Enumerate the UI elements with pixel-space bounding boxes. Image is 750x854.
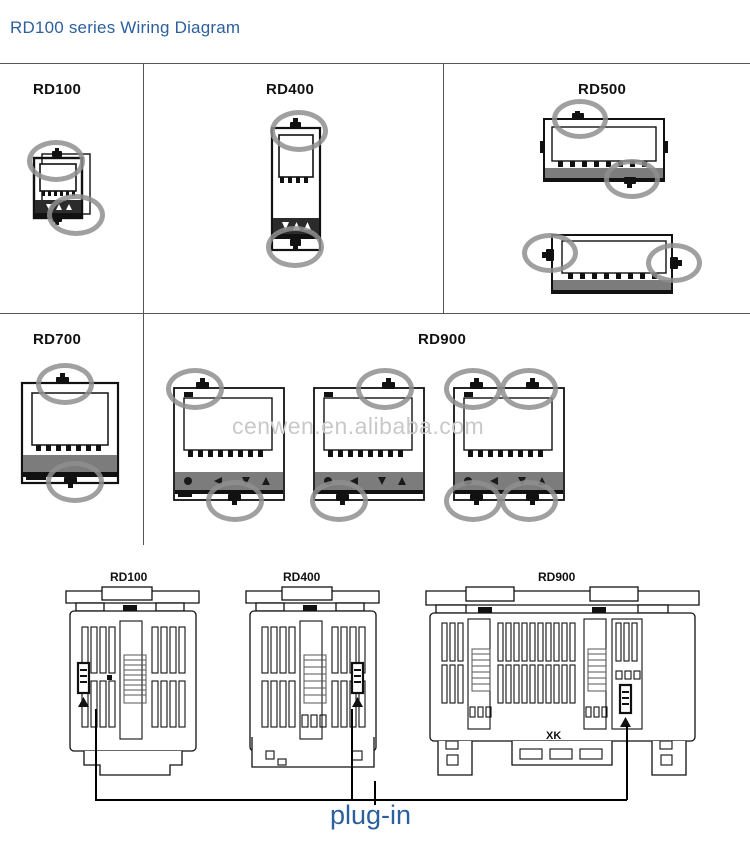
device-rd100 [27,140,105,236]
device-rd700 [16,363,126,503]
highlight-ring [356,368,414,410]
leader-line-callout-stem [374,781,376,805]
rear-view-rd100 [60,586,205,787]
highlight-ring [266,226,324,268]
rear-label-rd900: RD900 [538,570,576,584]
cell-label-rd700: RD700 [33,331,82,348]
device-rd400 [262,110,332,268]
cell-label-rd500: RD500 [578,81,627,98]
cell-label-rd900: RD900 [418,331,467,348]
grid-border-top [0,63,750,64]
highlight-ring [36,363,94,405]
highlight-ring [444,368,502,410]
grid-col-divider-2 [443,63,444,313]
brand-mark-xk: XK [546,730,561,742]
cell-label-rd400: RD400 [266,81,315,98]
highlight-ring [310,480,368,522]
rear-view-rd900: XK [420,586,705,787]
highlight-ring [500,480,558,522]
highlight-ring [27,140,85,182]
rear-label-rd400: RD400 [283,570,321,584]
grid-col-divider-1 [143,63,144,545]
device-rd900-b [310,368,430,522]
device-rd900-a [166,368,290,522]
cell-label-rd100: RD100 [33,81,82,98]
leader-line-horizontal-left [95,799,374,801]
device-rd900-c [444,368,570,522]
highlight-ring [166,368,224,410]
leader-line-horizontal-right [374,799,627,801]
highlight-ring [270,110,328,152]
highlight-ring [646,243,702,283]
plugin-callout-label: plug-in [330,800,412,830]
highlight-ring [206,480,264,522]
rear-view-rd400 [240,586,385,787]
page-title: RD100 series Wiring Diagram [10,18,241,37]
leader-line-rd900 [626,725,628,800]
highlight-ring [604,159,660,199]
rear-view-section: RD100 RD400 RD900 [0,545,750,854]
device-rd500-rear [522,229,702,301]
leader-line-rd100 [95,709,97,800]
device-grid: RD100 [0,63,750,545]
rear-label-rd100: RD100 [110,570,148,584]
highlight-ring [522,233,578,273]
grid-row-divider [0,313,750,314]
highlight-ring [46,461,104,503]
leader-line-rd400 [351,709,353,800]
highlight-ring [47,194,105,236]
highlight-ring [500,368,558,410]
highlight-ring [552,99,608,139]
highlight-ring [444,480,502,522]
device-rd500-front [532,99,682,199]
